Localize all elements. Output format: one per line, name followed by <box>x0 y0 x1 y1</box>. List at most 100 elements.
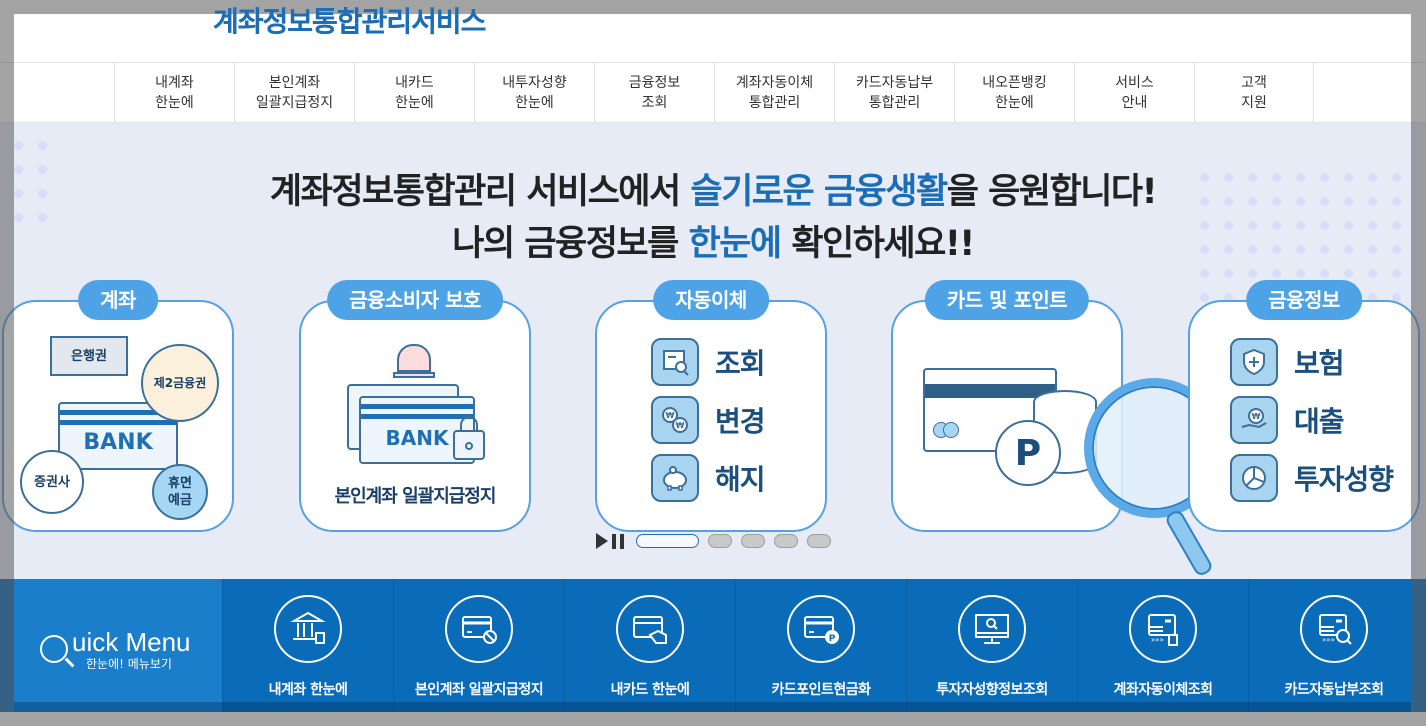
quick-item-my-accounts[interactable]: 내계좌 한눈에 <box>222 579 393 712</box>
bank-card-illustration: BANK <box>359 396 475 464</box>
quick-item-label: 내카드 한눈에 <box>610 682 690 698</box>
bank-label: BANK <box>385 426 449 450</box>
point-coin-icon: P <box>995 420 1061 486</box>
nav-label: 고객 <box>1241 75 1267 91</box>
hero-headline-1: 계좌정보통합관리 서비스에서 슬기로운 금융생활을 응원합니다! <box>0 163 1426 214</box>
headline-text: 나의 금융정보를 <box>452 224 689 264</box>
row-label: 변경 <box>715 405 766 438</box>
piggy-bank-icon <box>651 454 699 502</box>
headline-highlight: 슬기로운 금융생활 <box>690 172 948 212</box>
row-cancel[interactable]: 해지 <box>651 454 766 502</box>
card-auto-transfer[interactable]: 자동이체 조회 ₩₩ 변경 해지 <box>595 280 827 532</box>
quick-item-account-payment-stop[interactable]: 본인계좌 일괄지급정지 <box>393 579 564 712</box>
nav-label: 일괄지급정지 <box>255 95 334 111</box>
quick-item-label: 계좌자동이체조회 <box>1113 682 1213 698</box>
overlay-bottom <box>0 712 1426 726</box>
quick-menu-toggle[interactable]: uick Menu 한눈에! 메뉴보기 <box>14 579 222 712</box>
nav-label: 지원 <box>1241 95 1267 111</box>
card-financial-info[interactable]: 금융정보 보험 ₩ 대출 투자성향 <box>1188 280 1420 532</box>
slider-page-2[interactable] <box>708 534 732 548</box>
row-loan[interactable]: ₩ 대출 <box>1230 396 1345 444</box>
nav-label: 안내 <box>1121 95 1148 111</box>
quick-item-label: 카드자동납부조회 <box>1284 682 1384 698</box>
slider-page-3[interactable] <box>741 534 765 548</box>
card-tag: 금융정보 <box>1246 280 1362 320</box>
row-inquiry[interactable]: 조회 <box>651 338 766 386</box>
document-search-icon <box>651 338 699 386</box>
headline-text: 계좌정보통합관리 서비스에서 <box>269 172 691 212</box>
row-label: 보험 <box>1294 347 1345 380</box>
row-insurance[interactable]: 보험 <box>1230 338 1345 386</box>
card-consumer-protection[interactable]: 금융소비자 보호 BANK 본인계좌 일괄지급정지 <box>299 280 531 532</box>
nav-label: 통합관리 <box>748 95 801 111</box>
nav-label: 한눈에 <box>515 95 554 111</box>
site-title-overflow: 계좌정보통합관리서비스 <box>213 5 486 38</box>
row-label: 조회 <box>715 347 766 380</box>
card-transfer-icon: »»» <box>1129 595 1197 663</box>
quick-item-label: 카드포인트현금화 <box>771 682 871 698</box>
slider-page-5[interactable] <box>807 534 831 548</box>
hand-coin-icon: ₩ <box>1230 396 1278 444</box>
nav-label: 조회 <box>641 95 668 111</box>
quick-item-label: 투자자성향정보조회 <box>936 682 1048 698</box>
currency-exchange-icon: ₩₩ <box>651 396 699 444</box>
quick-item-label: 본인계좌 일괄지급정지 <box>414 682 544 698</box>
pause-icon[interactable] <box>612 533 624 549</box>
nav-label: 한눈에 <box>995 95 1034 111</box>
nav-label: 내계좌 <box>155 75 194 91</box>
row-investment-profile[interactable]: 투자성향 <box>1230 454 1394 502</box>
bubble-dormant-deposit: 휴면 예금 <box>152 464 208 520</box>
quick-item-card-point-cash[interactable]: P 카드포인트현금화 <box>735 579 906 712</box>
nav-label: 본인계좌 <box>268 75 321 91</box>
row-label: 해지 <box>715 463 766 496</box>
slider-page-1[interactable] <box>636 534 699 548</box>
overlay-left <box>0 14 14 712</box>
svg-text:»»»: »»» <box>1151 636 1164 644</box>
play-icon[interactable] <box>596 533 608 549</box>
row-change[interactable]: ₩₩ 변경 <box>651 396 766 444</box>
bubble-banks: 은행권 <box>50 336 128 376</box>
card-hand-icon <box>616 595 684 663</box>
card-tag: 카드 및 포인트 <box>924 280 1090 320</box>
nav-label: 카드자동납부 <box>855 75 934 91</box>
slider-page-4[interactable] <box>774 534 798 548</box>
svg-text:₩: ₩ <box>676 421 685 430</box>
nav-label: 내오픈뱅킹 <box>982 75 1047 91</box>
card-cards-points[interactable]: 카드 및 포인트 P <box>891 280 1123 532</box>
card-blocked-icon <box>445 595 513 663</box>
card-tag: 자동이체 <box>653 280 769 320</box>
quick-menu-title: uick Menu <box>72 627 191 657</box>
card-accounts[interactable]: 계좌 은행권 BANK 제2금융권 증권사 휴면 예금 <box>2 280 234 532</box>
bubble-securities: 증권사 <box>20 450 84 514</box>
quick-item-card-auto-payment[interactable]: »»» 카드자동납부조회 <box>1248 579 1419 712</box>
nav-label: 한눈에 <box>395 95 434 111</box>
quick-item-my-cards[interactable]: 내카드 한눈에 <box>564 579 735 712</box>
bubble-secondary-finance: 제2금융권 <box>141 344 219 422</box>
nav-label: 내카드 <box>395 75 434 91</box>
quick-menu-bar: uick Menu 한눈에! 메뉴보기 내계좌 한눈에 본인계좌 일괄지급정지 … <box>0 579 1426 712</box>
nav-label: 금융정보 <box>628 75 681 91</box>
headline-highlight: 한눈에 <box>688 224 783 264</box>
quick-item-auto-transfer[interactable]: »»» 계좌자동이체조회 <box>1077 579 1248 712</box>
row-label: 투자성향 <box>1294 463 1394 496</box>
siren-base <box>393 372 435 378</box>
svg-text:₩: ₩ <box>1252 412 1261 421</box>
card-point-icon: P <box>787 595 855 663</box>
quick-item-investment-profile[interactable]: 투자자성향정보조회 <box>906 579 1077 712</box>
overlay-quick-bottom-band <box>14 702 1411 712</box>
siren-icon <box>397 344 431 372</box>
nav-label: 내투자성향 <box>502 75 567 91</box>
quick-menu-subtitle: 한눈에! 메뉴보기 <box>86 657 172 671</box>
